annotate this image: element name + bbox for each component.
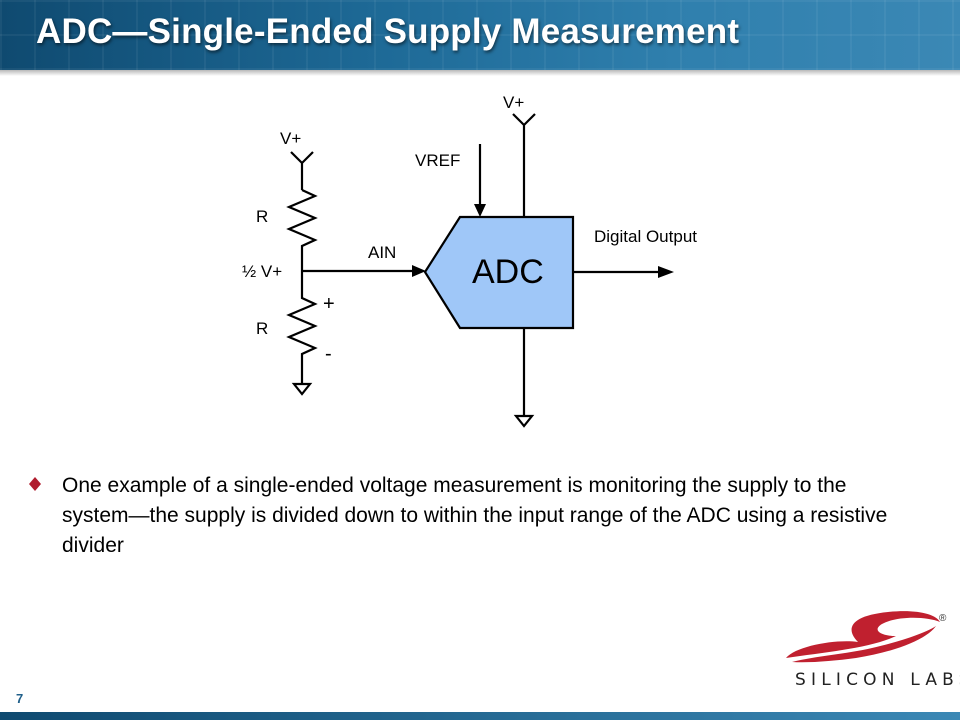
- half-v-label: ½ V+: [242, 262, 282, 281]
- footer-bar: [0, 712, 960, 720]
- ain-label: AIN: [368, 243, 396, 262]
- minus-label: -: [325, 343, 332, 365]
- ain-arrowhead: [412, 265, 426, 277]
- right-ground-symbol: [513, 414, 535, 428]
- page-number: 7: [16, 691, 24, 706]
- plus-label: +: [323, 293, 335, 315]
- top-resistor-label: R: [256, 207, 268, 226]
- top-resistor: [286, 189, 318, 271]
- adc-block: [423, 215, 575, 330]
- left-ground-symbol: [291, 382, 313, 396]
- slide-title: ADC—Single-Ended Supply Measurement: [36, 12, 740, 51]
- left-supply-symbol: [290, 151, 314, 190]
- vref-label: VREF: [415, 151, 460, 170]
- top-v-plus-label: V+: [503, 93, 524, 112]
- bottom-resistor-label: R: [256, 319, 268, 338]
- bottom-resistor: [286, 271, 318, 383]
- title-bar-shadow: [0, 70, 960, 76]
- vref-arrowhead: [474, 204, 486, 217]
- diamond-bullet-icon: [29, 477, 41, 491]
- left-v-plus-label: V+: [280, 129, 301, 148]
- logo-wordmark: SILICON LABS: [795, 670, 960, 690]
- title-bar: ADC—Single-Ended Supply Measurement: [0, 0, 960, 70]
- bullet-text: One example of a single-ended voltage me…: [62, 474, 888, 557]
- digital-output-label: Digital Output: [594, 227, 697, 246]
- top-supply-symbol: [512, 113, 536, 217]
- registered-mark: ®: [939, 613, 947, 624]
- output-arrowhead: [658, 266, 674, 278]
- adc-label: ADC: [472, 253, 544, 291]
- silicon-labs-logo-icon: [786, 611, 940, 663]
